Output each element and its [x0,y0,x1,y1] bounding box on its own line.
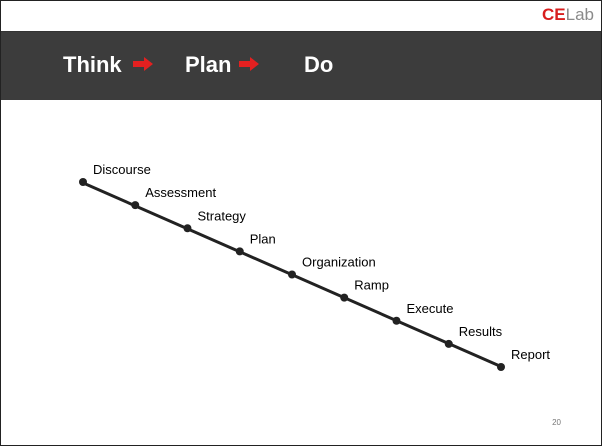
step-label: Execute [407,301,454,316]
step-label: Results [459,324,503,339]
title-bar: Think Plan Do [1,32,601,100]
step-label: Plan [250,231,276,246]
step-label: Organization [302,255,376,270]
title-plan: Plan [185,52,232,77]
step-label: Discourse [93,162,151,177]
step-dot [497,363,505,371]
step-dot [183,224,192,233]
step-dot [340,293,349,302]
step-dot [131,201,140,210]
arrow-right-icon [133,57,153,71]
step-label: Strategy [198,208,247,223]
step-dot [79,178,87,186]
step-dot [444,339,453,348]
logo-lab: Lab [565,5,594,24]
arrow-right-icon [239,57,259,71]
step-label: Ramp [354,278,389,293]
step-label: Report [511,347,550,362]
step-label: Assessment [145,185,216,200]
title-do: Do [304,52,334,77]
logo-ce: CE [542,5,566,24]
title-think: Think [63,52,122,77]
logo-bar: CELab [1,1,601,32]
page-number: 20 [552,418,561,427]
step-dot [288,270,296,279]
step-dot [235,247,244,256]
celab-logo: CELab [542,5,594,25]
step-dot [392,316,401,325]
